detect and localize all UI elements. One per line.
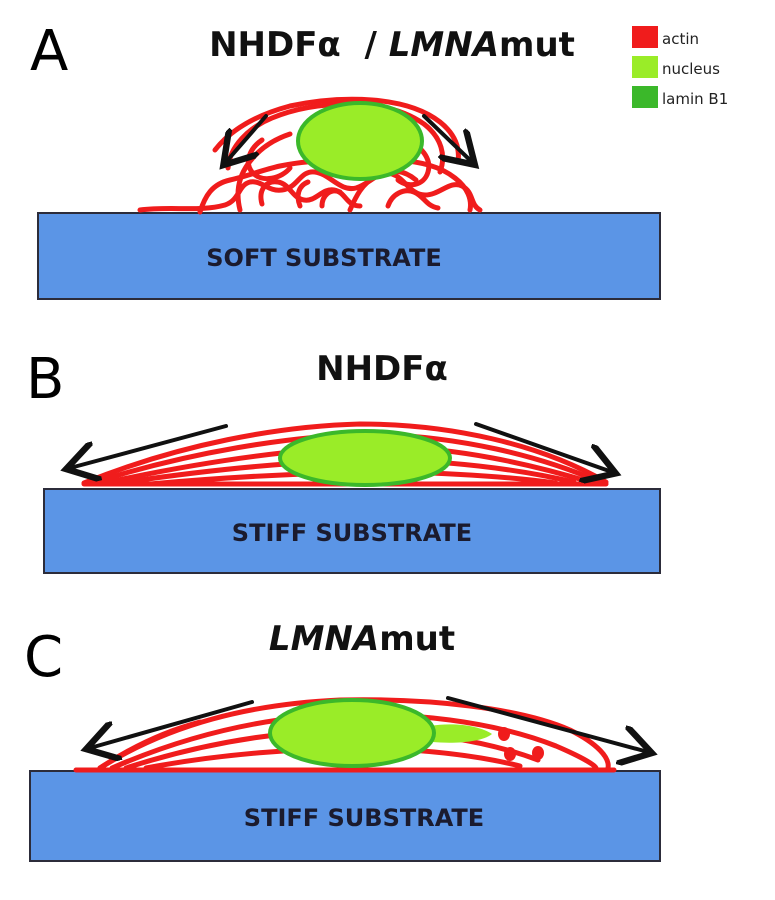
substrate-label-b: STIFF SUBSTRATE <box>232 519 472 547</box>
panel-letter-a: A <box>30 19 68 84</box>
title-part: NHDFα / <box>209 25 389 65</box>
panel-b: B NHDFα STIFF SUBSTRATE <box>26 347 661 574</box>
legend-swatch-lamin <box>632 86 658 108</box>
nucleus-b <box>278 429 452 487</box>
nucleus-a <box>296 101 424 181</box>
nucleus-c <box>268 698 492 768</box>
panel-title-b: NHDFα <box>316 349 448 389</box>
legend-swatch-actin <box>632 26 658 48</box>
actin-aggregate <box>498 727 510 741</box>
traction-arrow-b-right <box>474 422 612 472</box>
title-part: mut <box>499 25 575 65</box>
traction-arrow-c-right <box>446 696 648 752</box>
title-part: LMNA <box>269 619 379 659</box>
legend-label-actin: actin <box>662 30 699 48</box>
legend-label-nucleus: nucleus <box>662 60 720 78</box>
traction-arrow-c-left <box>90 700 254 748</box>
title-part: LMNA <box>389 25 499 65</box>
traction-arrow-a-left <box>226 114 268 162</box>
legend-swatch-nucleus <box>632 56 658 78</box>
legend-label-lamin: lamin B1 <box>662 90 728 108</box>
panel-a: A NHDFα / LMNAmut SOFT SUBSTRATE <box>30 19 661 300</box>
substrate-b <box>43 488 661 574</box>
title-part: mut <box>379 619 455 659</box>
panel-c: C LMNAmut STIFF SUBSTRATE <box>24 619 661 862</box>
legend: actin nucleus lamin B1 <box>632 26 728 108</box>
traction-arrow-b-left <box>70 424 228 468</box>
panel-letter-b: B <box>26 347 64 412</box>
title-part: NHDFα <box>316 349 448 389</box>
actin-aggregate <box>504 747 516 761</box>
substrate-label-c: STIFF SUBSTRATE <box>244 804 484 832</box>
substrate-label-a: SOFT SUBSTRATE <box>206 244 442 272</box>
panel-letter-c: C <box>24 625 63 690</box>
panel-title-c: LMNAmut <box>269 619 455 659</box>
actin-aggregate <box>532 746 544 760</box>
traction-arrow-a-right <box>422 114 472 162</box>
panel-title-a: NHDFα / LMNAmut <box>209 25 575 65</box>
substrate-a <box>37 212 661 300</box>
